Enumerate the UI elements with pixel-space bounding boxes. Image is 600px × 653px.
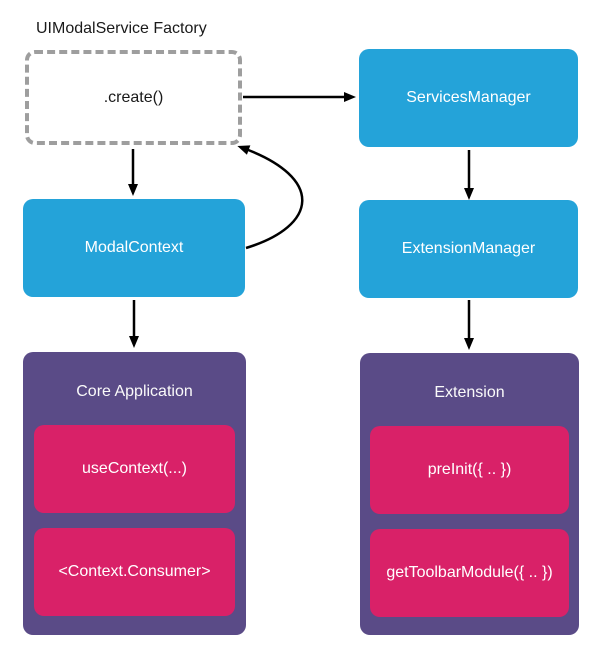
- services-manager-label: ServicesManager: [406, 89, 531, 106]
- extension-title: Extension: [434, 384, 505, 401]
- pre-init-node: preInit({ .. }): [370, 426, 569, 514]
- services-manager-node: ServicesManager: [359, 49, 578, 147]
- pre-init-label: preInit({ .. }): [427, 461, 512, 478]
- extension-container: Extension preInit({ .. }) getToolbarModu…: [360, 353, 579, 635]
- create-node: .create(): [25, 50, 242, 145]
- core-application-container: Core Application useContext(...) <Contex…: [23, 352, 246, 635]
- get-toolbar-module-label: getToolbarModule({ .. }): [386, 564, 553, 581]
- use-context-label: useContext(...): [82, 460, 187, 477]
- context-consumer-label: <Context.Consumer>: [58, 563, 211, 580]
- extension-manager-label: ExtensionManager: [401, 240, 536, 257]
- create-node-label: .create(): [103, 88, 164, 106]
- context-consumer-node: <Context.Consumer>: [34, 528, 235, 616]
- use-context-node: useContext(...): [34, 425, 235, 513]
- extension-manager-node: ExtensionManager: [359, 200, 578, 298]
- core-application-title: Core Application: [76, 383, 193, 400]
- modal-context-node: ModalContext: [23, 199, 245, 297]
- modal-context-label: ModalContext: [84, 239, 184, 256]
- arrow-modal-context-to-create: [237, 145, 304, 250]
- get-toolbar-module-node: getToolbarModule({ .. }): [370, 529, 569, 617]
- factory-title: UIModalService Factory: [36, 20, 207, 37]
